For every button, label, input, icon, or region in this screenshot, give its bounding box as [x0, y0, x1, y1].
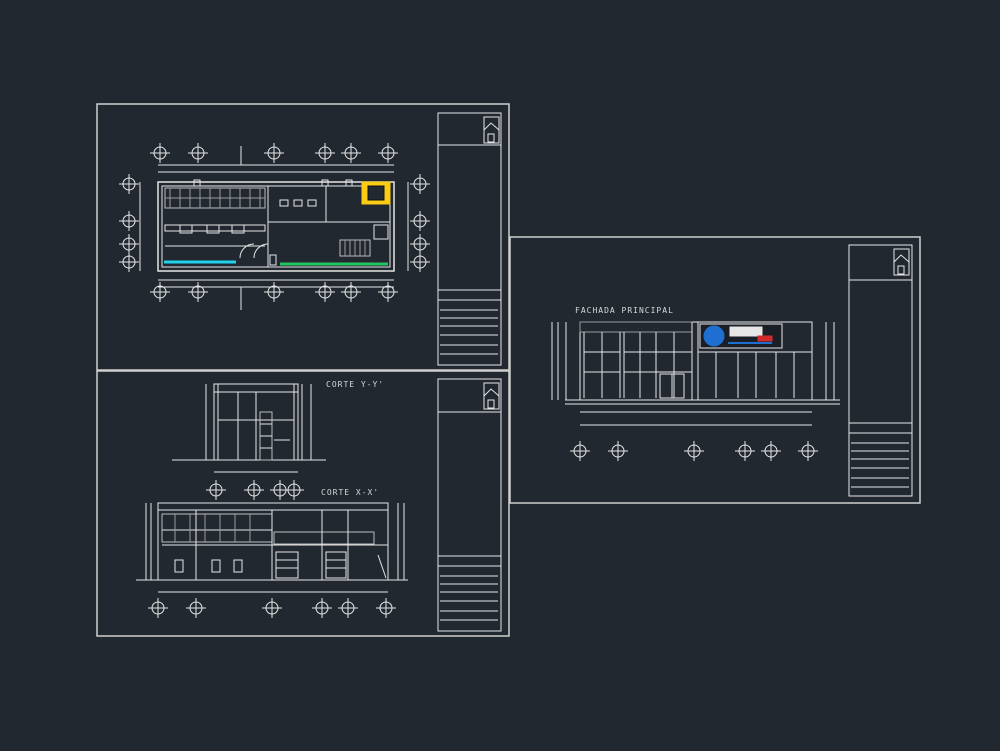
- title-block-2: [437, 378, 502, 632]
- sheet-facade: [509, 236, 921, 504]
- facade-elevation: [551, 321, 840, 461]
- label-corte-yy: CORTE Y-Y': [326, 380, 385, 389]
- title-block-1: [437, 112, 502, 366]
- label-fachada-principal: FACHADA PRINCIPAL: [575, 306, 674, 315]
- grid-axes-plan: [119, 143, 430, 310]
- sheet-sections: [96, 370, 510, 637]
- floor-plan: [139, 164, 409, 288]
- label-corte-xx: CORTE X-X': [321, 488, 380, 497]
- sheet-floor-plan: [96, 103, 510, 371]
- title-block-3: [848, 244, 913, 497]
- section-xx: [136, 502, 408, 618]
- section-yy: [172, 383, 326, 500]
